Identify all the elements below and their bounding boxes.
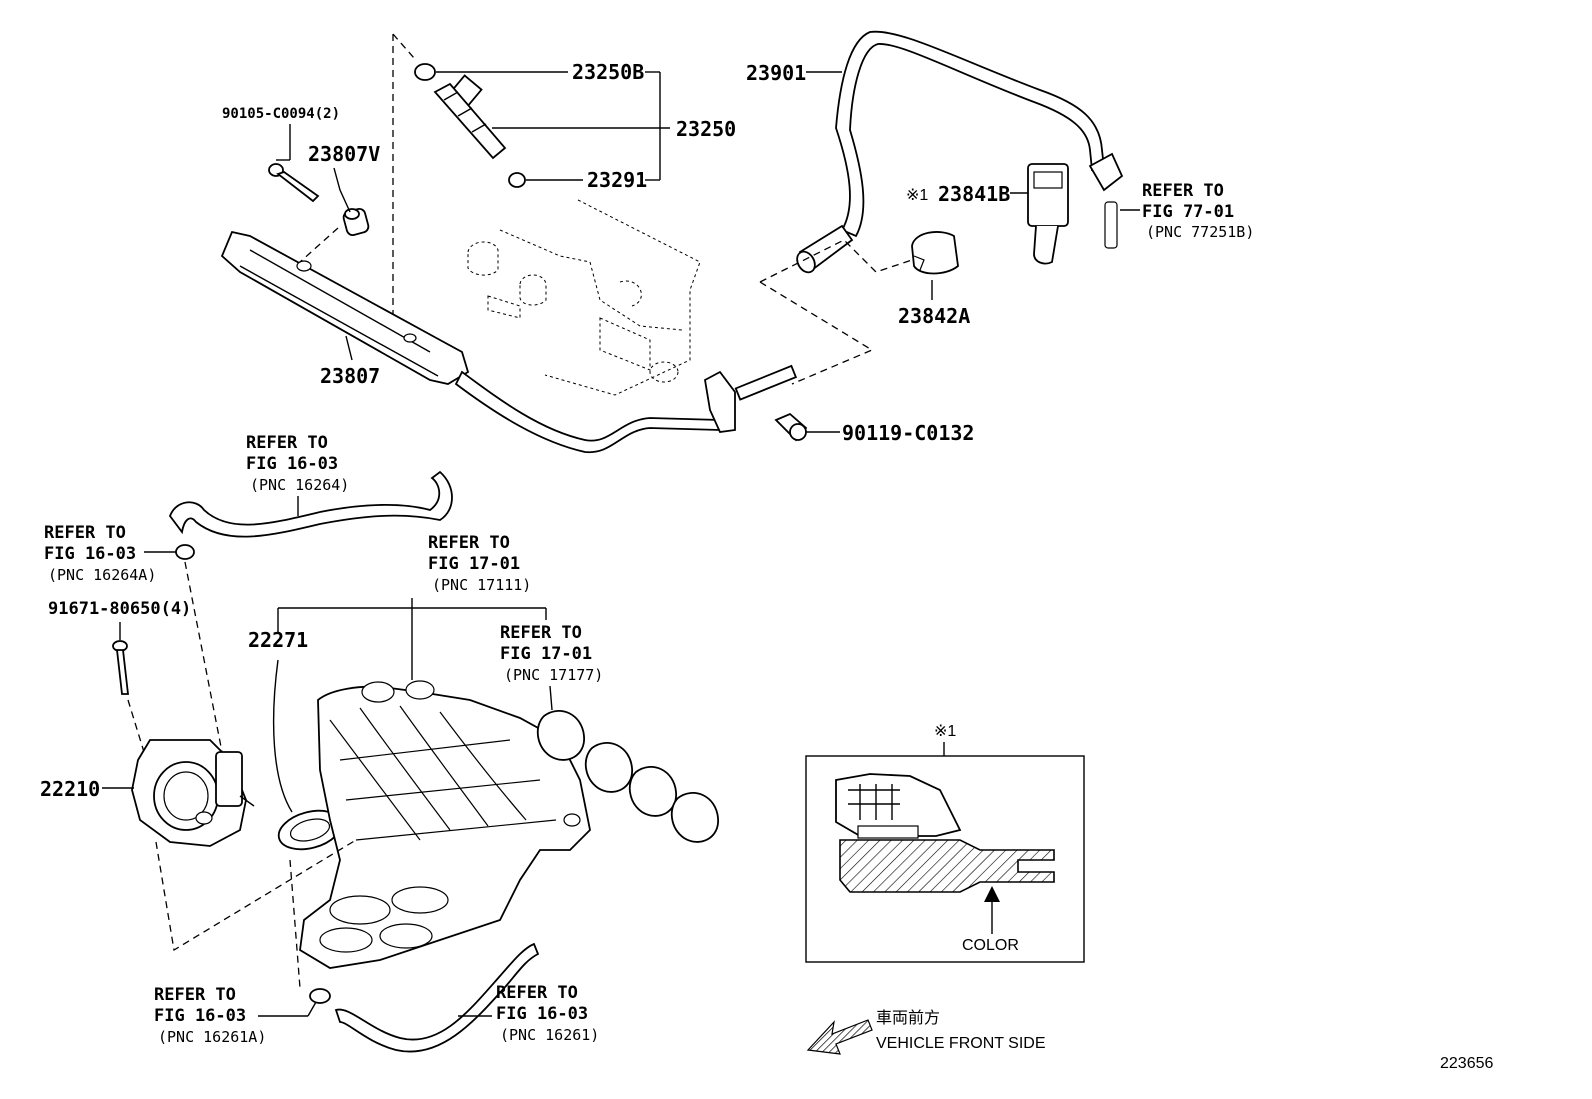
intake-manifold-17111 xyxy=(299,680,591,969)
connector-23841B[interactable] xyxy=(1027,163,1069,265)
collar-23807V[interactable] xyxy=(342,208,370,237)
ref-16261A-line2: FIG 16-03 xyxy=(154,1006,246,1026)
ref-16261-line2: FIG 16-03 xyxy=(496,1004,588,1024)
gasket-17177 xyxy=(536,710,719,843)
ref-17111-line2: FIG 17-01 xyxy=(428,554,520,574)
label-23291: 23291 xyxy=(587,168,647,192)
clip-23842A[interactable] xyxy=(911,231,959,275)
fuel-delivery-pipe-23807[interactable] xyxy=(220,230,798,454)
label-23807V: 23807V xyxy=(308,142,380,166)
throttle-body-22210[interactable] xyxy=(131,739,255,847)
ref-17177-pnc: (PNC 17177) xyxy=(504,666,603,684)
mark-23841B: ※1 xyxy=(906,187,928,204)
hose-16261 xyxy=(334,942,540,1053)
ref-16264-line1: REFER TO xyxy=(246,433,328,453)
intake-group: REFER TO FIG 16-03 (PNC 16264) REFER TO … xyxy=(40,433,719,1053)
gasket-22271[interactable] xyxy=(274,804,345,855)
ref-16264-line2: FIG 16-03 xyxy=(246,454,338,474)
ref-17177-line2: FIG 17-01 xyxy=(500,644,592,664)
inset-frame xyxy=(805,755,1085,963)
fuel-hose-group: 23901 23842A ※1 23841B REFER TO FIG 77-0… xyxy=(746,30,1254,385)
o-ring-23250B[interactable] xyxy=(414,63,436,81)
label-23250B: 23250B xyxy=(572,60,644,84)
ref-77-line1: REFER TO xyxy=(1142,181,1224,201)
inset-color-label: COLOR xyxy=(962,937,1019,954)
bolt-91671-80650[interactable] xyxy=(112,640,130,695)
ref-77-line2: FIG 77-01 xyxy=(1142,202,1234,222)
ref-17177-line1: REFER TO xyxy=(500,623,582,643)
label-23842A: 23842A xyxy=(898,304,970,328)
inset-connector-color: ※1 COLOR xyxy=(805,723,1085,963)
ref-16261A-line1: REFER TO xyxy=(154,985,236,1005)
clamp-16264A xyxy=(175,544,195,560)
label-22210: 22210 xyxy=(40,777,100,801)
label-23901: 23901 xyxy=(746,61,806,85)
clamp-16261A xyxy=(309,988,331,1004)
ref-17111-line1: REFER TO xyxy=(428,533,510,553)
seal-23291[interactable] xyxy=(508,172,526,188)
ref-16264A-line2: FIG 16-03 xyxy=(44,544,136,564)
label-23841B: 23841B xyxy=(938,182,1010,206)
label-90105-C0094: 90105-C0094(2) xyxy=(222,106,340,122)
label-90119-C0132: 90119-C0132 xyxy=(842,421,974,445)
ref-77-pnc: (PNC 77251B) xyxy=(1146,223,1254,241)
label-23807: 23807 xyxy=(320,364,380,388)
ref-16261-line1: REFER TO xyxy=(496,983,578,1003)
direction-indicator: 車両前方 VEHICLE FRONT SIDE xyxy=(806,1009,1046,1055)
ref-16264A-line1: REFER TO xyxy=(44,523,126,543)
ref-16264-pnc: (PNC 16264) xyxy=(250,476,349,494)
label-23250: 23250 xyxy=(676,117,736,141)
ref-16264A-pnc: (PNC 16264A) xyxy=(48,566,156,584)
ref-16261-pnc: (PNC 16261) xyxy=(500,1026,599,1044)
injector-23250[interactable] xyxy=(433,74,507,160)
bolt-90105-C0094[interactable] xyxy=(268,163,320,203)
front-arrow-icon xyxy=(806,1019,873,1055)
cylinder-head-ghost xyxy=(467,199,701,396)
fuel-rail-group: 23250B 23250 23291 90105-C0094(2) 23807V xyxy=(220,33,974,454)
bolt-90119-C0132[interactable] xyxy=(774,412,808,442)
hose-16264 xyxy=(168,470,453,538)
fuel-tube-23901[interactable] xyxy=(794,30,1124,276)
color-zone xyxy=(839,839,1055,893)
direction-en: VEHICLE FRONT SIDE xyxy=(876,1035,1046,1052)
inset-mark: ※1 xyxy=(934,723,956,740)
label-91671-80650: 91671-80650(4) xyxy=(48,599,191,619)
ref-17111-pnc: (PNC 17111) xyxy=(432,576,531,594)
figure-id: 223656 xyxy=(1440,1055,1493,1072)
ref-16261A-pnc: (PNC 16261A) xyxy=(158,1028,266,1046)
tube-end-77251B xyxy=(1104,201,1118,249)
direction-jp: 車両前方 xyxy=(876,1009,940,1027)
